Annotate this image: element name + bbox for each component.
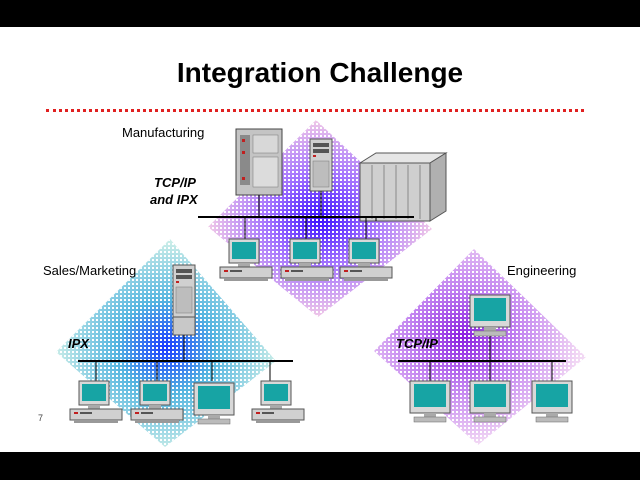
manufacturing-label: Manufacturing xyxy=(122,125,205,140)
manufacturing-protocol-line2: and IPX xyxy=(150,192,198,207)
page-number: 7 xyxy=(38,413,44,423)
title-divider xyxy=(46,109,584,112)
sales-label: Sales/Marketing xyxy=(43,263,137,278)
slide-title: Integration Challenge xyxy=(176,57,464,88)
engineering-network-bus xyxy=(398,336,566,381)
network-diagram xyxy=(56,120,586,447)
manufacturing-server-icon xyxy=(309,138,333,192)
sales-protocol: IPX xyxy=(68,336,89,351)
manufacturing-protocol-line1: TCP/IP xyxy=(154,175,196,190)
sales-workstation-icon xyxy=(251,380,305,424)
sales-server-icon xyxy=(172,264,196,318)
slide: Integration Challenge Manufacturing TCP/… xyxy=(0,27,640,452)
manufacturing-network-bus xyxy=(198,191,414,239)
engineering-terminal-icon xyxy=(531,380,573,423)
engineering-terminal-icon xyxy=(409,380,451,423)
storage-array-icon xyxy=(358,152,448,222)
mainframe-server-icon xyxy=(235,128,283,196)
engineering-label: Engineering xyxy=(507,263,577,278)
engineering-protocol: TCP/IP xyxy=(396,336,438,351)
sales-network-bus xyxy=(78,335,293,381)
sales-server-base xyxy=(172,316,196,336)
